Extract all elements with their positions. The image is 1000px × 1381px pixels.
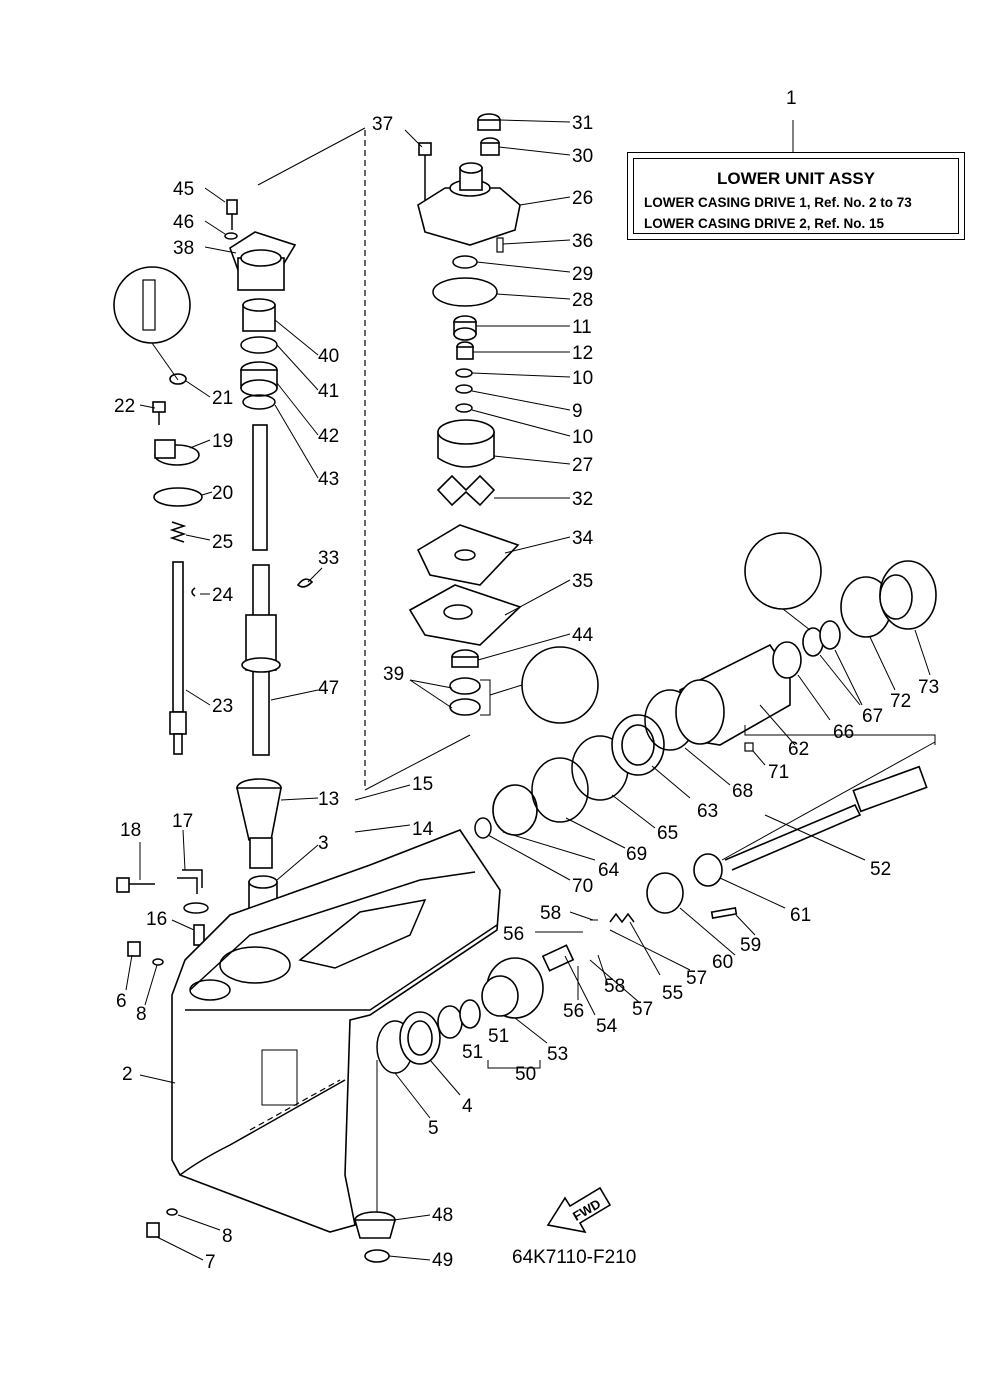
- callout-69: 69: [626, 844, 647, 865]
- callout-36: 36: [572, 231, 593, 252]
- callout-41: 41: [318, 381, 339, 402]
- callout-48: 48: [432, 1205, 453, 1226]
- callout-12: 12: [572, 343, 593, 364]
- callout-35: 35: [572, 571, 593, 592]
- callout-7: 7: [205, 1252, 216, 1273]
- title-box-heading: LOWER UNIT ASSY: [716, 169, 876, 188]
- callout-10: 10: [572, 368, 593, 389]
- callout-31: 31: [572, 113, 593, 134]
- callout-4: 4: [462, 1096, 473, 1117]
- callout-18: 18: [120, 820, 141, 841]
- lower-casing: [171, 829, 501, 1233]
- callout-8b: 8: [222, 1226, 233, 1247]
- callout-21: 21: [212, 388, 233, 409]
- title-box-line-1: LOWER CASING DRIVE 1, Ref. No. 2 to 73: [644, 195, 912, 210]
- callout-66: 66: [833, 722, 854, 743]
- callout-56b: 56: [563, 1001, 584, 1022]
- callout-8: 8: [136, 1004, 147, 1025]
- callout-43: 43: [318, 469, 339, 490]
- callout-70: 70: [572, 876, 593, 897]
- callout-27: 27: [572, 455, 593, 476]
- callout-34: 34: [572, 528, 594, 549]
- figure-code: 64K7110-F210: [512, 1247, 637, 1268]
- callout-64: 64: [598, 860, 620, 881]
- callout-57b: 57: [632, 999, 653, 1020]
- callout-14: 14: [412, 819, 434, 840]
- gear-train: [353, 532, 937, 1263]
- title-box-inner: LOWER UNIT ASSY LOWER CASING DRIVE 1, Re…: [633, 158, 959, 234]
- drive-shaft-stack: [224, 199, 314, 928]
- callout-50: 50: [515, 1064, 536, 1085]
- leader-line: [364, 734, 471, 791]
- title-box-line-2: LOWER CASING DRIVE 2, Ref. No. 15: [644, 216, 885, 231]
- callout-25: 25: [212, 532, 233, 553]
- callout-44: 44: [572, 625, 594, 646]
- callout-61: 61: [790, 905, 811, 926]
- callout-58b: 58: [604, 976, 625, 997]
- callout-40: 40: [318, 346, 339, 367]
- water-pump-stack: [408, 113, 522, 716]
- callout-23: 23: [212, 696, 233, 717]
- callout-15: 15: [412, 774, 433, 795]
- callout-65: 65: [657, 823, 678, 844]
- callout-24: 24: [212, 585, 234, 606]
- callout-51: 51: [462, 1042, 483, 1063]
- leader-lines: [125, 119, 931, 1261]
- callout-20: 20: [212, 483, 233, 504]
- callout-60: 60: [712, 952, 733, 973]
- small-parts-left: [116, 869, 209, 1238]
- callout-38: 38: [173, 238, 194, 259]
- callout-2: 2: [122, 1064, 133, 1085]
- callout-26: 26: [572, 188, 593, 209]
- callout-6: 6: [116, 991, 127, 1012]
- callout-68: 68: [732, 781, 753, 802]
- callout-56: 56: [503, 924, 524, 945]
- callout-57: 57: [686, 968, 707, 989]
- callout-22: 22: [114, 396, 135, 417]
- callout-49: 49: [432, 1250, 453, 1271]
- callout-11: 11: [572, 317, 592, 338]
- callout-62: 62: [788, 739, 809, 760]
- callout-67: 67: [862, 706, 883, 727]
- callout-labels: 37 31 30 26 36 29 28 11 12 10 9 10 27 32…: [114, 88, 939, 1273]
- callout-16: 16: [146, 909, 167, 930]
- callout-17: 17: [172, 811, 193, 832]
- callout-51b: 51: [488, 1026, 509, 1047]
- callout-32: 32: [572, 489, 593, 510]
- leader-line: [257, 127, 366, 186]
- callout-58: 58: [540, 903, 561, 924]
- shift-rod-stack: [113, 266, 203, 755]
- callout-71: 71: [768, 762, 789, 783]
- callout-45: 45: [173, 179, 194, 200]
- callout-53: 53: [547, 1044, 568, 1065]
- callout-63: 63: [697, 801, 718, 822]
- callout-3: 3: [318, 833, 329, 854]
- callout-39: 39: [383, 664, 404, 685]
- callout-72: 72: [890, 691, 911, 712]
- callout-52: 52: [870, 859, 891, 880]
- callout-33: 33: [318, 548, 339, 569]
- callout-1: 1: [786, 88, 797, 109]
- callout-47: 47: [318, 678, 339, 699]
- lower-unit-assy-box: LOWER UNIT ASSY LOWER CASING DRIVE 1, Re…: [627, 152, 965, 240]
- callout-29: 29: [572, 264, 593, 285]
- callout-54: 54: [596, 1016, 618, 1037]
- callout-42: 42: [318, 426, 339, 447]
- callout-5: 5: [428, 1118, 439, 1139]
- callout-55: 55: [662, 983, 683, 1004]
- callout-30: 30: [572, 146, 593, 167]
- callout-59: 59: [740, 935, 761, 956]
- fwd-arrow: FWD: [546, 1186, 612, 1234]
- callout-9: 9: [572, 401, 583, 422]
- callout-19: 19: [212, 431, 233, 452]
- callout-13: 13: [318, 789, 339, 810]
- callout-73: 73: [918, 677, 939, 698]
- callout-46: 46: [173, 212, 194, 233]
- callout-37: 37: [372, 114, 393, 135]
- callout-10b: 10: [572, 427, 593, 448]
- callout-28: 28: [572, 290, 593, 311]
